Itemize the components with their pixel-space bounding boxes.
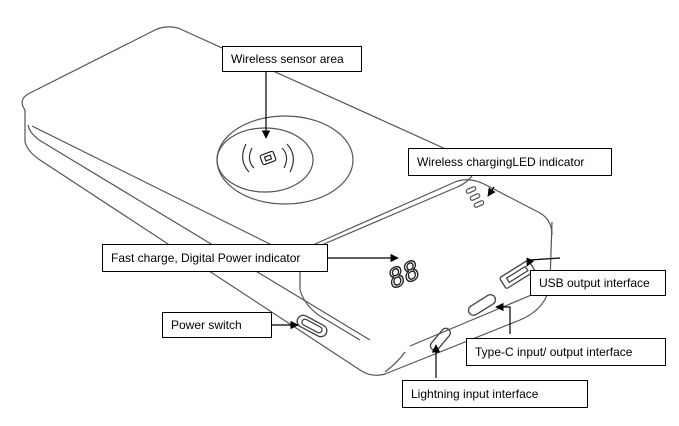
usb-port-inner [505,265,529,284]
usb-output-label: USB output interface [530,270,666,296]
power-bank-body [21,26,553,376]
wireless-sensor-area-label: Wireless sensor area [222,46,362,72]
leader-lines [261,72,561,378]
top-edge-inner [27,124,371,341]
wireless-pad [216,115,354,205]
led-leader [487,186,496,197]
power-switch-inner [301,318,323,334]
wireless-pad-inner [216,127,314,193]
wireless-pad-outer [216,115,354,205]
type-c-port [467,294,497,316]
wireless-charging-led-label: Wireless chargingLED indicator [408,148,612,176]
side-face-line-2 [384,351,406,373]
side-face-line [409,287,549,347]
power-switch-button [296,314,328,338]
power-switch-label: Power switch [162,312,272,338]
wireless-signal-icon [242,143,294,173]
led-indicator-icon [465,186,485,208]
top-face-right-edge [31,125,475,255]
fast-charge-indicator-label: Fast charge, Digital Power indicator [102,244,328,272]
body-bottom-outline [24,110,553,376]
type-c-label: Type-C input/ output interface [466,338,666,366]
front-panel-edge [299,289,361,341]
digital-display: 88 [386,255,421,296]
lightning-input-label: Lightning input interface [402,380,588,408]
type-c-leader [495,302,511,334]
usb-leader [526,257,561,267]
